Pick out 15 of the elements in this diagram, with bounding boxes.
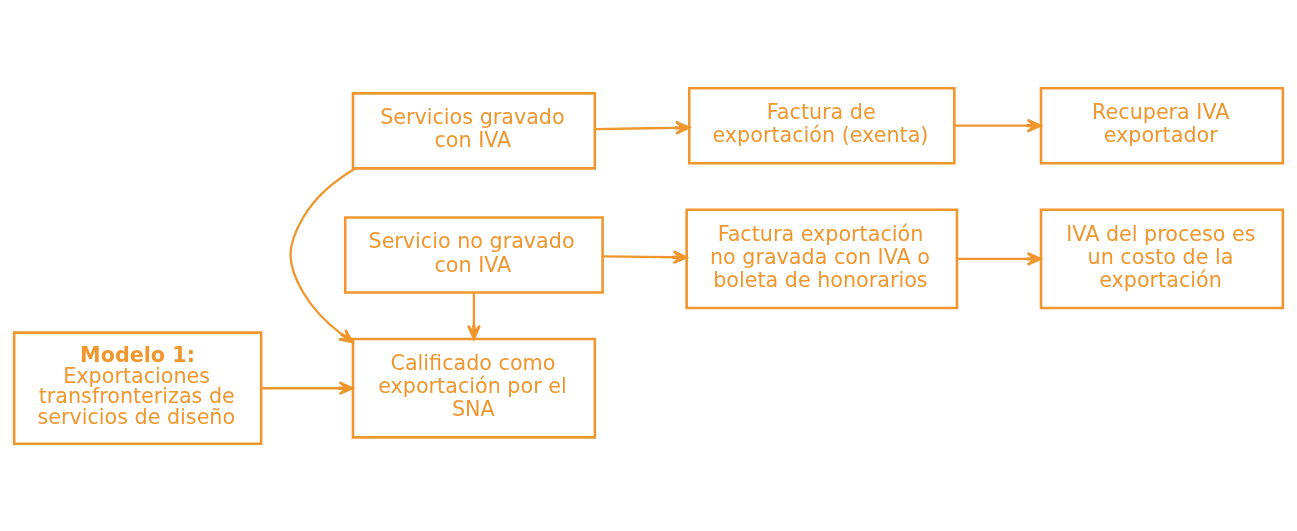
- arrow: [957, 251, 1042, 266]
- arrow: [466, 292, 481, 340]
- node-box: Factura exportación no gravada con IVA o boleta de honorarios: [685, 207, 959, 309]
- arrow: [602, 249, 688, 264]
- arrow: [595, 120, 691, 135]
- arrow: [954, 118, 1042, 133]
- node-box: Servicios gravado con IVA: [351, 91, 597, 170]
- node-box: Factura de exportación (exenta): [687, 86, 956, 164]
- arrow: [289, 167, 356, 343]
- arrow: [261, 380, 354, 395]
- node-box: IVA del proceso es un costo de la exportación: [1039, 207, 1285, 309]
- node-box: Recupera IVA exportador: [1039, 86, 1285, 164]
- node-box: Calificado como exportación por el SNA: [351, 337, 597, 439]
- node-box: Modelo 1: Exportaciones transfronterizas de servicios de diseño: [12, 330, 263, 445]
- node-box: Servicio no gravado con IVA: [343, 215, 604, 294]
